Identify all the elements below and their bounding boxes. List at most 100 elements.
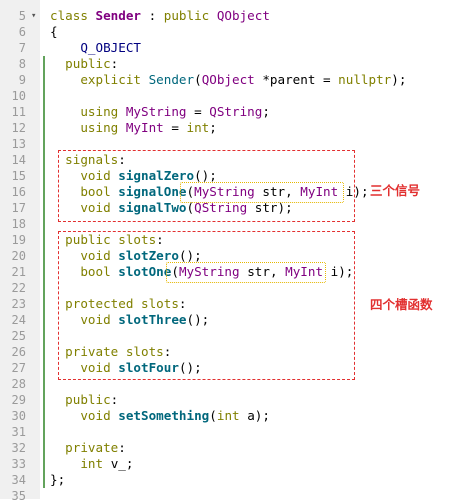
code-token: (: [209, 408, 217, 423]
code-line[interactable]: protected slots:: [50, 296, 186, 312]
code-token: public: [65, 392, 111, 407]
code-line[interactable]: public:: [50, 392, 118, 408]
code-token: [50, 440, 65, 455]
code-token: =: [186, 104, 210, 119]
code-line[interactable]: bool signalOne(MyString str, MyInt i);: [50, 184, 369, 200]
code-token: public: [163, 8, 217, 23]
change-marker: [43, 376, 45, 392]
code-token: int: [216, 408, 240, 423]
line-number: 10: [11, 89, 26, 103]
line-number: 23: [11, 297, 26, 311]
code-token: str);: [247, 200, 293, 215]
code-line[interactable]: int v_;: [50, 456, 133, 472]
slots-highlight-box: [58, 231, 355, 380]
code-line[interactable]: void slotFour();: [50, 360, 201, 376]
code-line[interactable]: };: [50, 472, 65, 488]
code-token: =: [163, 120, 187, 135]
code-token: (: [171, 264, 179, 279]
code-token: slotZero: [118, 248, 179, 263]
code-token: i);: [323, 264, 354, 279]
code-token: signalTwo: [118, 200, 187, 215]
code-token: signalZero: [118, 168, 195, 183]
change-marker: [43, 328, 45, 344]
change-marker: [43, 360, 45, 376]
code-line[interactable]: public slots:: [50, 232, 164, 248]
code-token: [50, 120, 80, 135]
code-token: public: [65, 232, 119, 247]
line-number: 24: [11, 313, 26, 327]
line-number: 14: [11, 153, 26, 167]
code-line[interactable]: void setSomething(int a);: [50, 408, 270, 424]
code-token: class: [50, 8, 96, 23]
change-marker: [43, 168, 45, 184]
code-token: void: [80, 200, 119, 215]
code-token: :: [156, 232, 164, 247]
code-token: setSomething: [118, 408, 210, 423]
change-marker: [43, 248, 45, 264]
change-marker: [43, 104, 45, 120]
code-token: i);: [338, 184, 369, 199]
code-line[interactable]: bool slotOne(MyString str, MyInt i);: [50, 264, 353, 280]
line-number: 6: [18, 25, 26, 39]
code-token: using: [80, 104, 126, 119]
code-token: private: [65, 440, 119, 455]
line-number: 12: [11, 121, 26, 135]
code-token: ;: [262, 104, 270, 119]
code-line[interactable]: private:: [50, 440, 126, 456]
line-number: 21: [11, 265, 26, 279]
line-number: 13: [11, 137, 26, 151]
code-token: MyInt: [125, 120, 164, 135]
code-token: (: [194, 72, 202, 87]
line-number: 28: [11, 377, 26, 391]
code-line[interactable]: public:: [50, 56, 118, 72]
slot-params-highlight: [166, 262, 326, 283]
change-marker: [43, 472, 45, 488]
change-marker: [43, 136, 45, 152]
line-number: 27: [11, 361, 26, 375]
fold-toggle-icon[interactable]: ▾: [31, 11, 37, 21]
code-token: QString: [209, 104, 263, 119]
code-token: void: [80, 408, 119, 423]
code-token: using: [80, 120, 126, 135]
code-line[interactable]: void signalTwo(QString str);: [50, 200, 293, 216]
change-marker: [43, 264, 45, 280]
code-line[interactable]: Q_OBJECT: [50, 40, 141, 56]
code-line[interactable]: void slotThree();: [50, 312, 209, 328]
code-token: void: [80, 360, 119, 375]
change-marker: [43, 88, 45, 104]
code-line[interactable]: {: [50, 24, 58, 40]
change-marker: [43, 184, 45, 200]
code-token: bool: [80, 264, 119, 279]
code-token: ();: [178, 248, 202, 263]
signals-annotation-label: 三个信号: [370, 183, 421, 198]
change-marker: [43, 392, 45, 408]
code-token: slots: [125, 344, 164, 359]
change-marker: [43, 424, 45, 440]
signal-params-highlight: [180, 182, 344, 203]
line-number: 11: [11, 105, 26, 119]
code-token: [50, 392, 65, 407]
code-line[interactable]: using MyString = QString;: [50, 104, 270, 120]
code-line[interactable]: void signalZero();: [50, 168, 217, 184]
change-marker: [43, 280, 45, 296]
code-token: slotThree: [118, 312, 187, 327]
code-token: explicit: [80, 72, 149, 87]
code-token: [50, 456, 80, 471]
code-token: };: [50, 472, 66, 487]
code-token: slots: [118, 232, 157, 247]
code-token: (: [186, 184, 195, 199]
code-line[interactable]: private slots:: [50, 344, 171, 360]
line-number: 33: [11, 457, 26, 471]
line-number: 30: [11, 409, 26, 423]
code-token: ;: [209, 120, 217, 135]
code-token: {: [50, 24, 58, 39]
code-line[interactable]: signals:: [50, 152, 126, 168]
code-line[interactable]: explicit Sender(QObject *parent = nullpt…: [50, 72, 406, 88]
code-token: (: [186, 200, 195, 215]
line-number: 26: [11, 345, 26, 359]
code-line[interactable]: using MyInt = int;: [50, 120, 217, 136]
code-line[interactable]: void slotZero();: [50, 248, 202, 264]
code-line[interactable]: class Sender : public QObject: [50, 8, 270, 24]
